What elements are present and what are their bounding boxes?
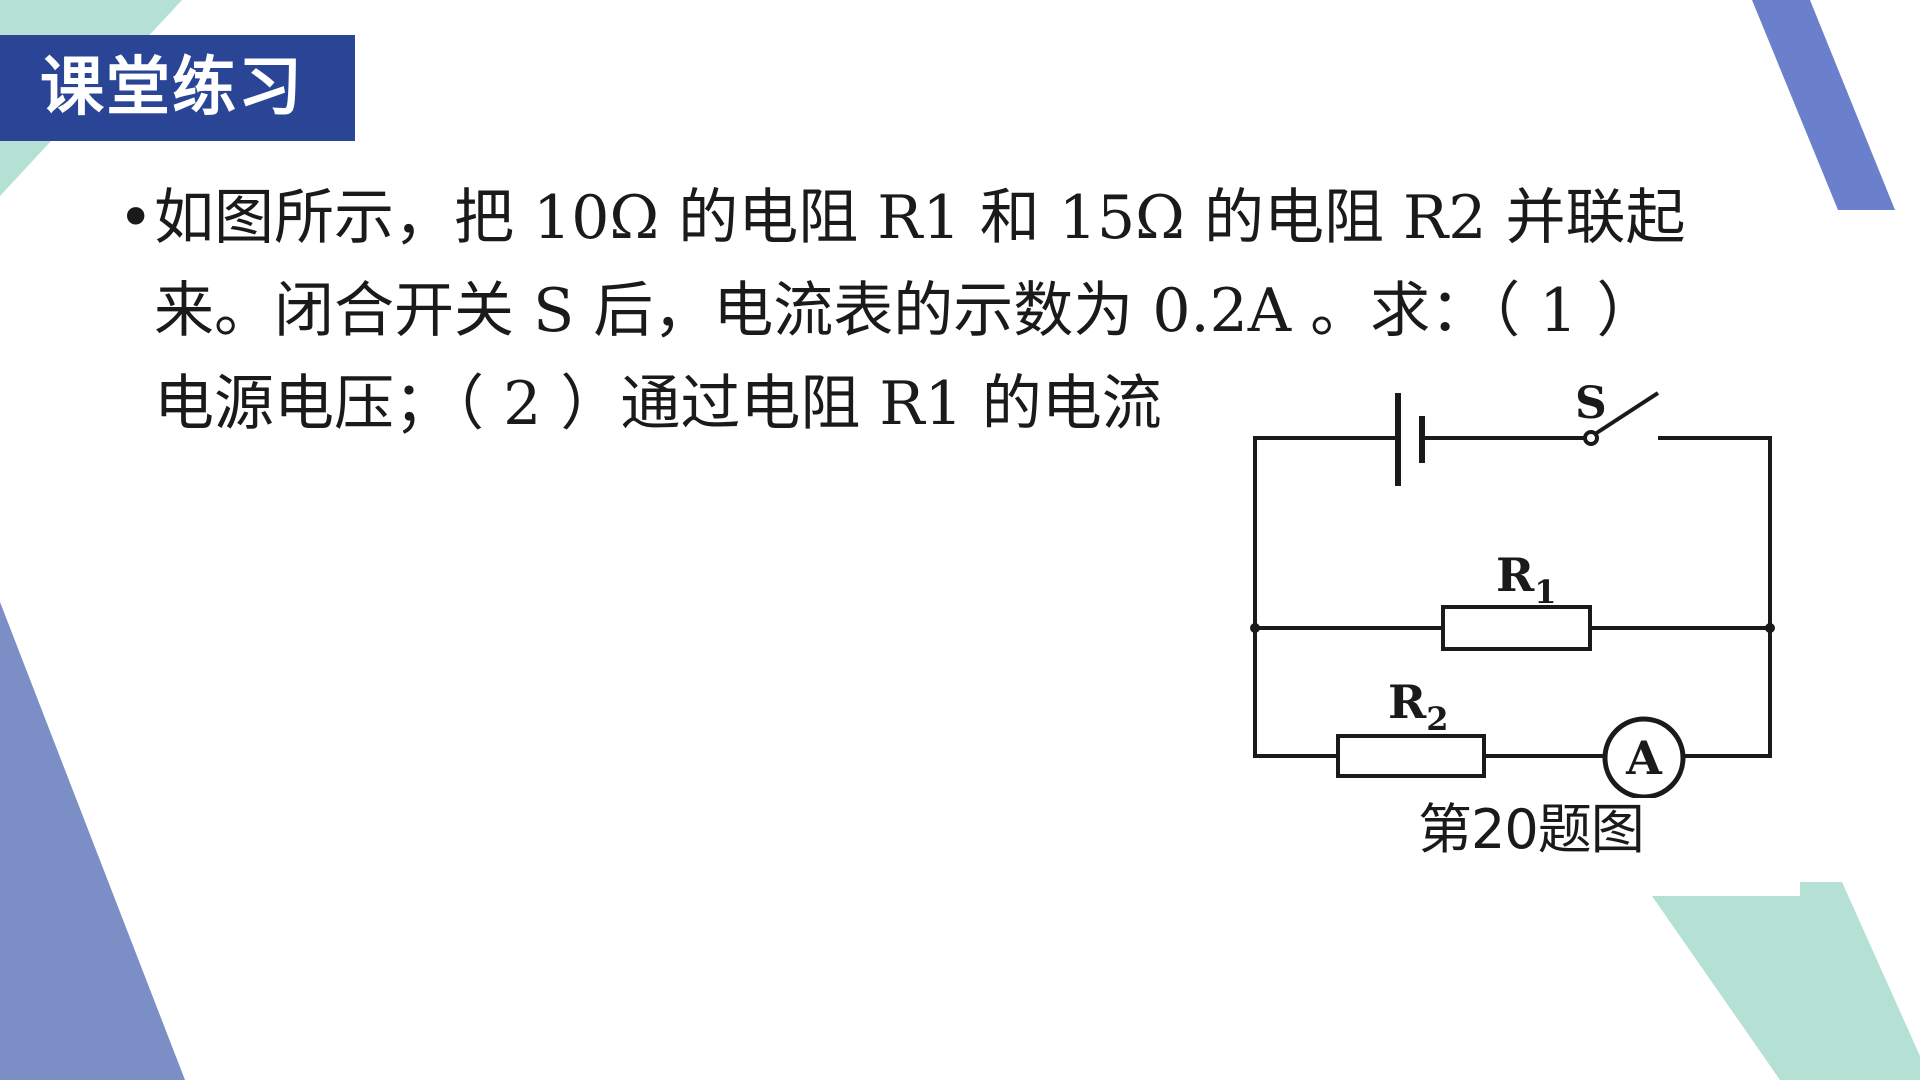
question-line-3: 电源电压；（ 2 ）通过电阻 R1 的电流 (154, 369, 1162, 439)
figure-caption: 第20题图 (1418, 798, 1645, 861)
blue-triangle-bottom-left (0, 602, 185, 1080)
blue-stripe-top-right (1752, 0, 1895, 210)
circuit-diagram: S R1 R2 A 第20题图 (1238, 378, 1778, 888)
question-line-2: 来。闭合开关 S 后，电流表的示数为 0.2A 。求：（ 1 ） (154, 276, 1657, 346)
circuit-drawing: S R1 R2 A (1250, 378, 1775, 798)
ammeter (1602, 716, 1686, 798)
mint-shape-bottom-right (1652, 882, 1920, 1080)
switch-pivot (1583, 430, 1599, 446)
bullet-point: • (118, 183, 154, 253)
switch-label: S (1575, 378, 1607, 429)
title-banner: 课堂练习 (0, 35, 355, 141)
switch-blade (1593, 391, 1660, 436)
slide-title: 课堂练习 (40, 51, 304, 125)
r1-label: R1 (1496, 548, 1557, 611)
resistor-r1 (1441, 605, 1592, 651)
question-line-1: 如图所示，把 10Ω 的电阻 R1 和 15Ω 的电阻 R2 并联起 (154, 183, 1686, 253)
r2-label: R2 (1388, 675, 1449, 738)
question-block: • 如图所示，把 10Ω 的电阻 R1 和 15Ω 的电阻 R2 并联起 来。闭… (118, 172, 1778, 472)
resistor-r2 (1336, 734, 1486, 778)
ammeter-label: A (1625, 731, 1663, 785)
junction-left (1250, 623, 1260, 633)
junction-right (1765, 623, 1775, 633)
